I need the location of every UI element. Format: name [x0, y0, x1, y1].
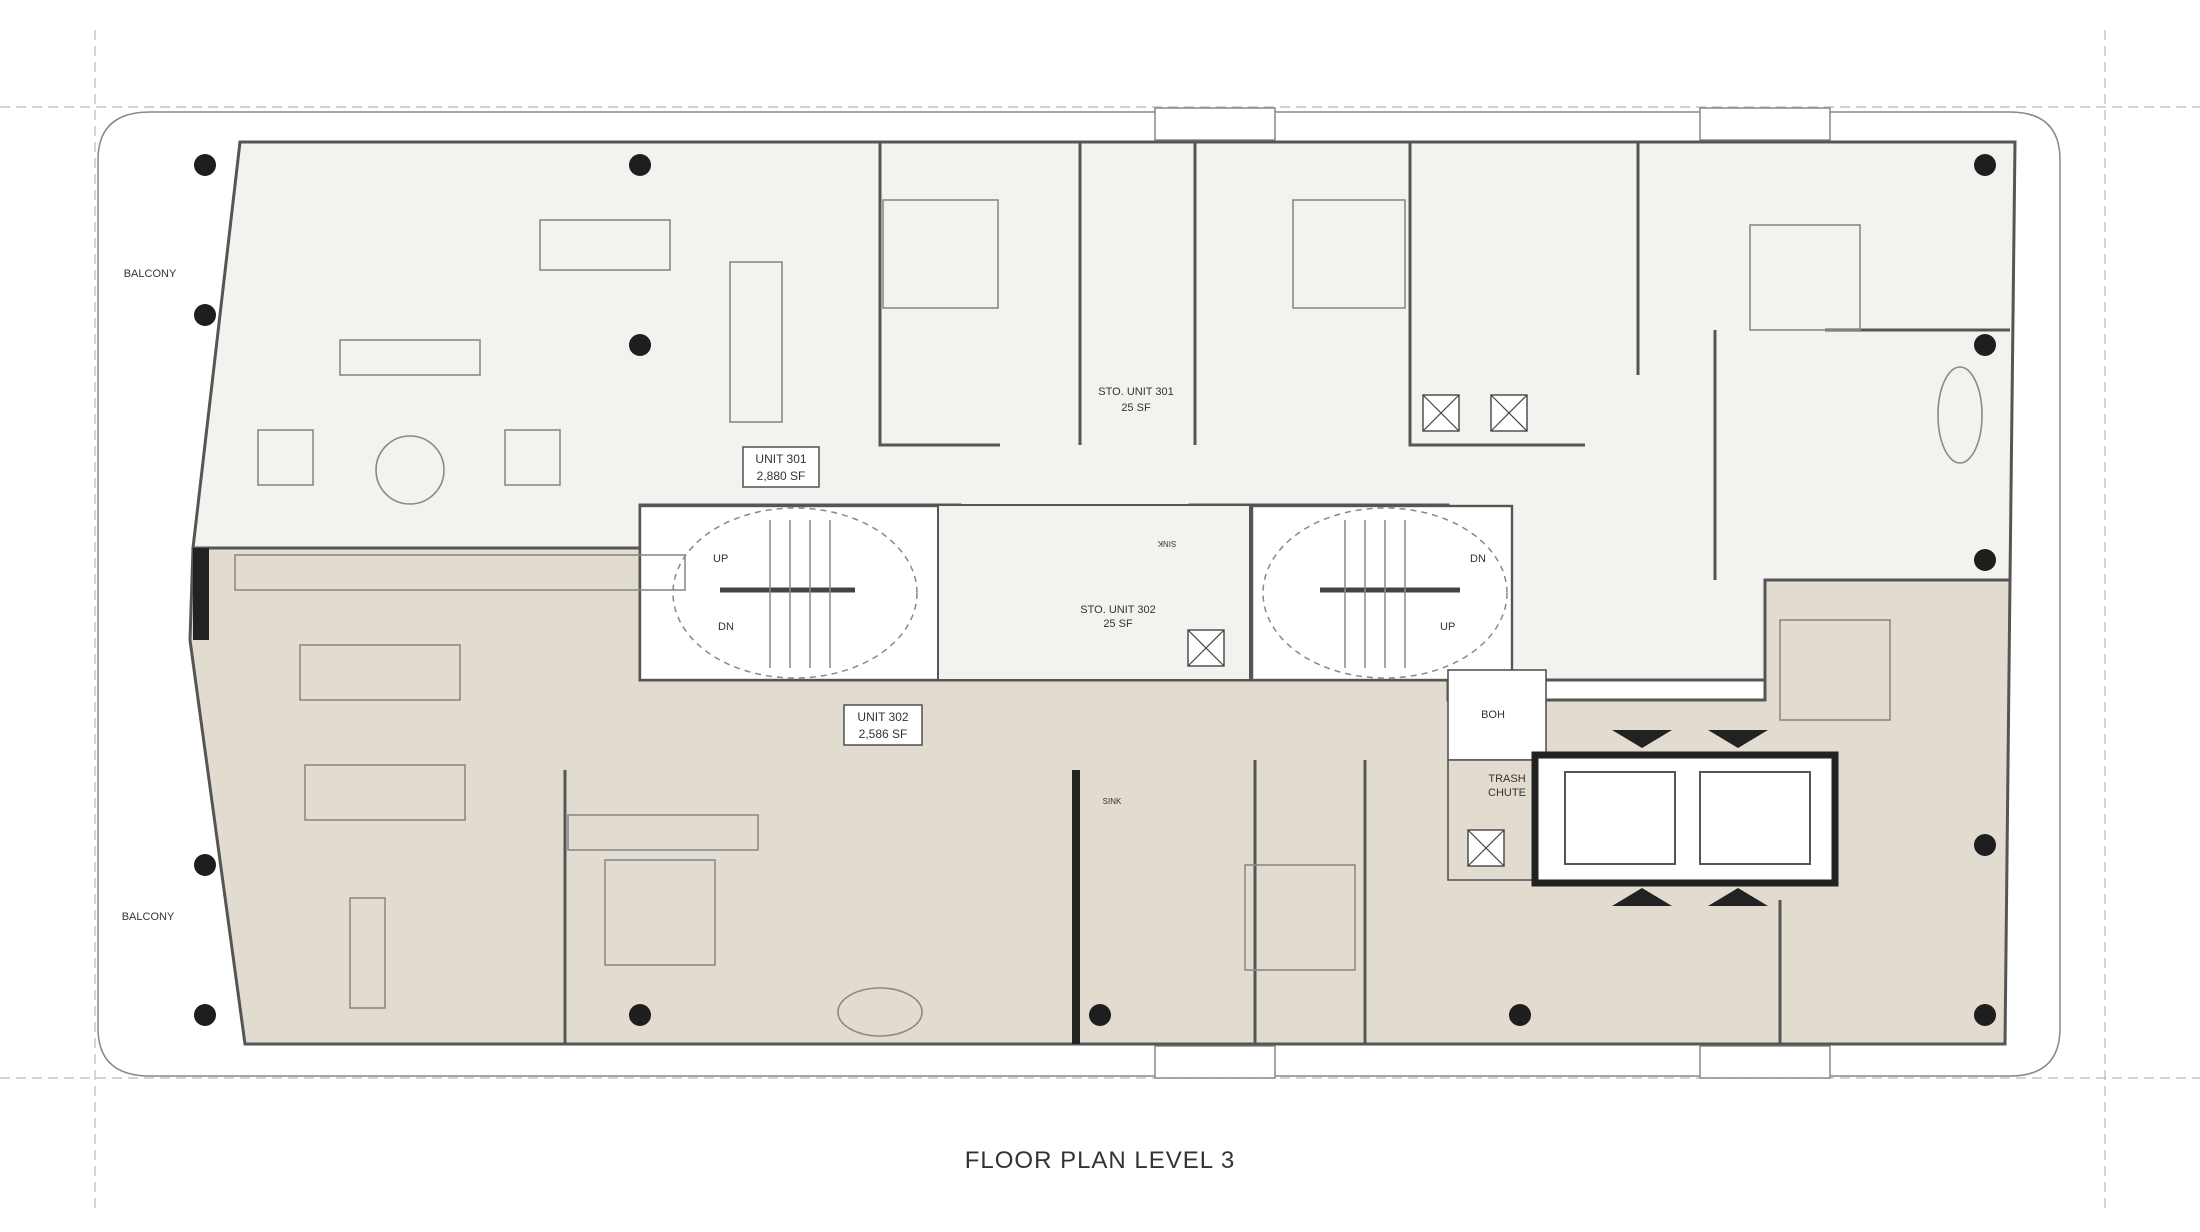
ac-units [1187, 394, 1528, 867]
sink-label-lower: SINK [1103, 797, 1122, 806]
guide-lines [0, 30, 2200, 1210]
boh-label: BOH [1481, 709, 1505, 721]
storage-301-label: STO. UNIT 301 25 SF [1098, 386, 1173, 414]
balcony-label-north: BALCONY [124, 268, 177, 280]
trash-chute-label-line1: TRASH [1488, 773, 1525, 785]
furniture [234, 199, 1983, 1037]
unit-301-area: 2,880 SF [757, 469, 806, 483]
stair-2 [1262, 507, 1508, 679]
stair-1-up-label: UP [713, 553, 728, 565]
balcony-label-south: BALCONY [122, 911, 175, 923]
stair-2-dn-label: DN [1470, 553, 1486, 565]
window-bays [1154, 107, 1831, 1079]
stair-2-up-label: UP [1440, 621, 1455, 633]
stair-1-dn-label: DN [718, 621, 734, 633]
structural-columns [194, 154, 1996, 1026]
unit-302-name: UNIT 302 [857, 710, 908, 724]
unit-302-label: UNIT 302 2,586 SF [843, 704, 923, 746]
balcony-outline [97, 111, 2061, 1077]
party-wall [1072, 770, 1080, 1044]
stair-1 [672, 507, 918, 679]
west-wall-block [193, 548, 209, 640]
storage-302-area: 25 SF [1103, 618, 1133, 630]
unit-301-name: UNIT 301 [755, 452, 806, 466]
storage-301-area: 25 SF [1121, 402, 1151, 414]
trash-chute-label-line2: CHUTE [1488, 787, 1526, 799]
storage-302-label: STO. UNIT 302 25 SF [1080, 604, 1155, 630]
unit-302-area: 2,586 SF [859, 727, 908, 741]
unit-301-label: UNIT 301 2,880 SF [742, 446, 820, 488]
storage-301-name: STO. UNIT 301 [1098, 386, 1173, 398]
page-title: FLOOR PLAN LEVEL 3 [965, 1147, 1236, 1174]
elevator-markers [1612, 730, 1768, 906]
sink-label-upper: SINK [1157, 539, 1176, 548]
storage-302-name: STO. UNIT 302 [1080, 604, 1155, 616]
